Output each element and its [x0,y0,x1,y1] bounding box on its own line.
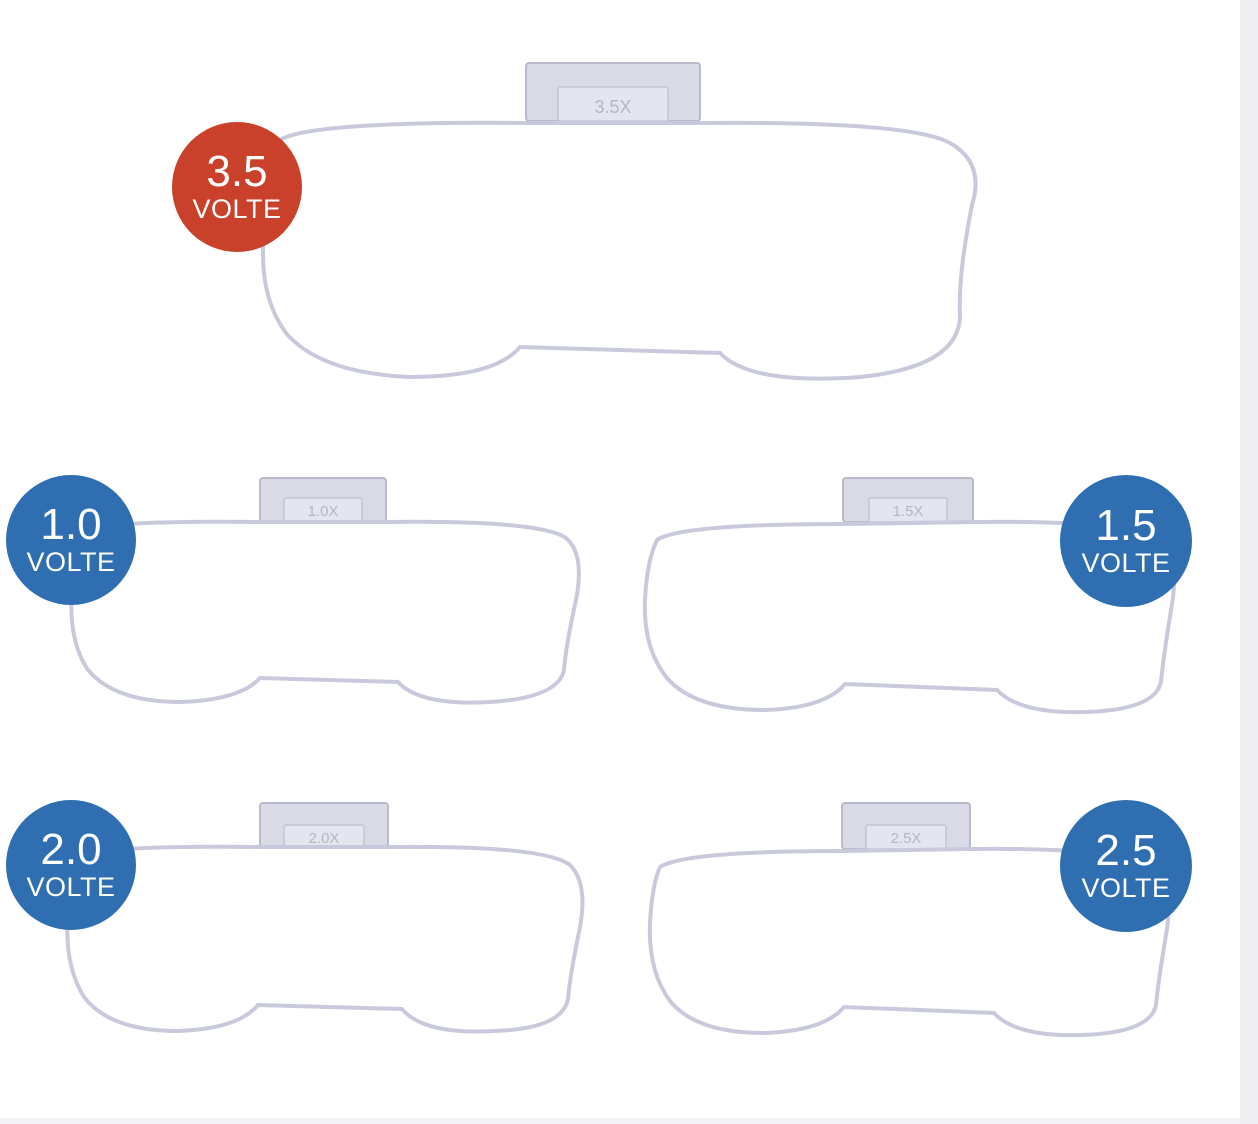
lens-1-0-frame [69,519,581,705]
lens-3-5-tab-label: 3.5X [594,97,631,117]
badge-2-5-unit: VOLTE [1081,873,1171,903]
lens-2-0-tab-label: 2.0X [309,830,340,847]
lens-2-0-magnification-badge: 2.0 VOLTE [6,800,136,930]
lens-1-0-outline: 1.0X [69,477,581,705]
lens-1-0-tab-label: 1.0X [308,503,339,520]
lens-2-5-magnification-badge: 2.5 VOLTE [1060,800,1192,932]
lens-3-5-frame [260,120,978,381]
lens-2-0-outline: 2.0X [65,802,585,1034]
lens-1-0-magnification-badge: 1.0 VOLTE [6,475,136,605]
lens-1-5-frame [642,519,1177,715]
lens-1-5-magnification-badge: 1.5 VOLTE [1060,475,1192,607]
lens-1-5-tab-label: 1.5X [893,503,924,520]
page-edge-strip [1240,0,1258,1124]
lens-3-5-outline: 3.5X [260,62,978,381]
badge-1-0-number: 1.0 [40,500,102,549]
badge-2-0-number: 2.0 [40,825,102,874]
badge-2-0-unit: VOLTE [26,872,116,902]
badge-1-5-number: 1.5 [1095,501,1157,550]
badge-1-0-unit: VOLTE [26,547,116,577]
lens-1-5-outline: 1.5X [642,477,1177,715]
lens-2-0-frame [65,844,585,1034]
lens-2-5-outline: 2.5X [647,802,1171,1038]
badge-1-5-unit: VOLTE [1081,548,1171,578]
badge-3-5-number: 3.5 [206,147,268,196]
lens-2-5-frame [647,846,1171,1038]
lens-3-5-magnification-badge: 3.5 VOLTE [172,122,302,252]
badge-3-5-unit: VOLTE [192,194,282,224]
lens-2-5-tab-label: 2.5X [891,830,922,847]
badge-2-5-number: 2.5 [1095,826,1157,875]
